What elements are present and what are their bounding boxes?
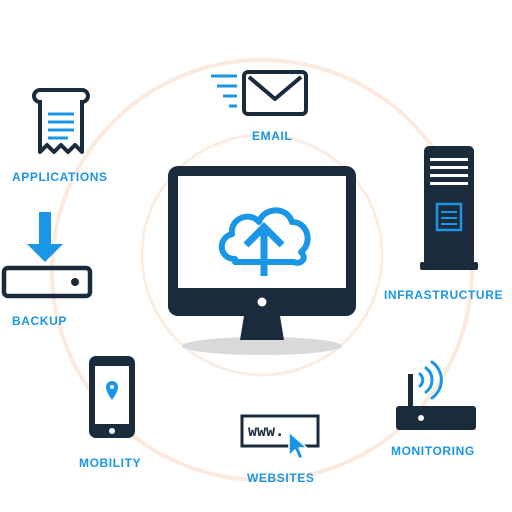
envelope-icon [211,70,308,116]
browser-address-text: www. [248,422,285,440]
applications-label: APPLICATIONS [12,170,108,184]
mobility-label: MOBILITY [79,456,142,470]
infrastructure-label: INFRASTRUCTURE [384,288,504,302]
websites-label: WEBSITES [247,471,315,485]
monitoring-label: MONITORING [391,444,475,458]
smartphone-location-icon [89,356,135,438]
download-drive-icon [1,212,93,299]
cloud-upload-icon [218,207,311,276]
document-scroll-icon [32,88,90,154]
backup-label: BACKUP [12,314,67,328]
monitor-cloud-upload-icon [168,166,356,355]
wifi-router-icon [396,360,476,430]
browser-cursor-icon [240,414,320,460]
server-tower-icon [420,146,478,270]
email-label: EMAIL [252,129,293,143]
